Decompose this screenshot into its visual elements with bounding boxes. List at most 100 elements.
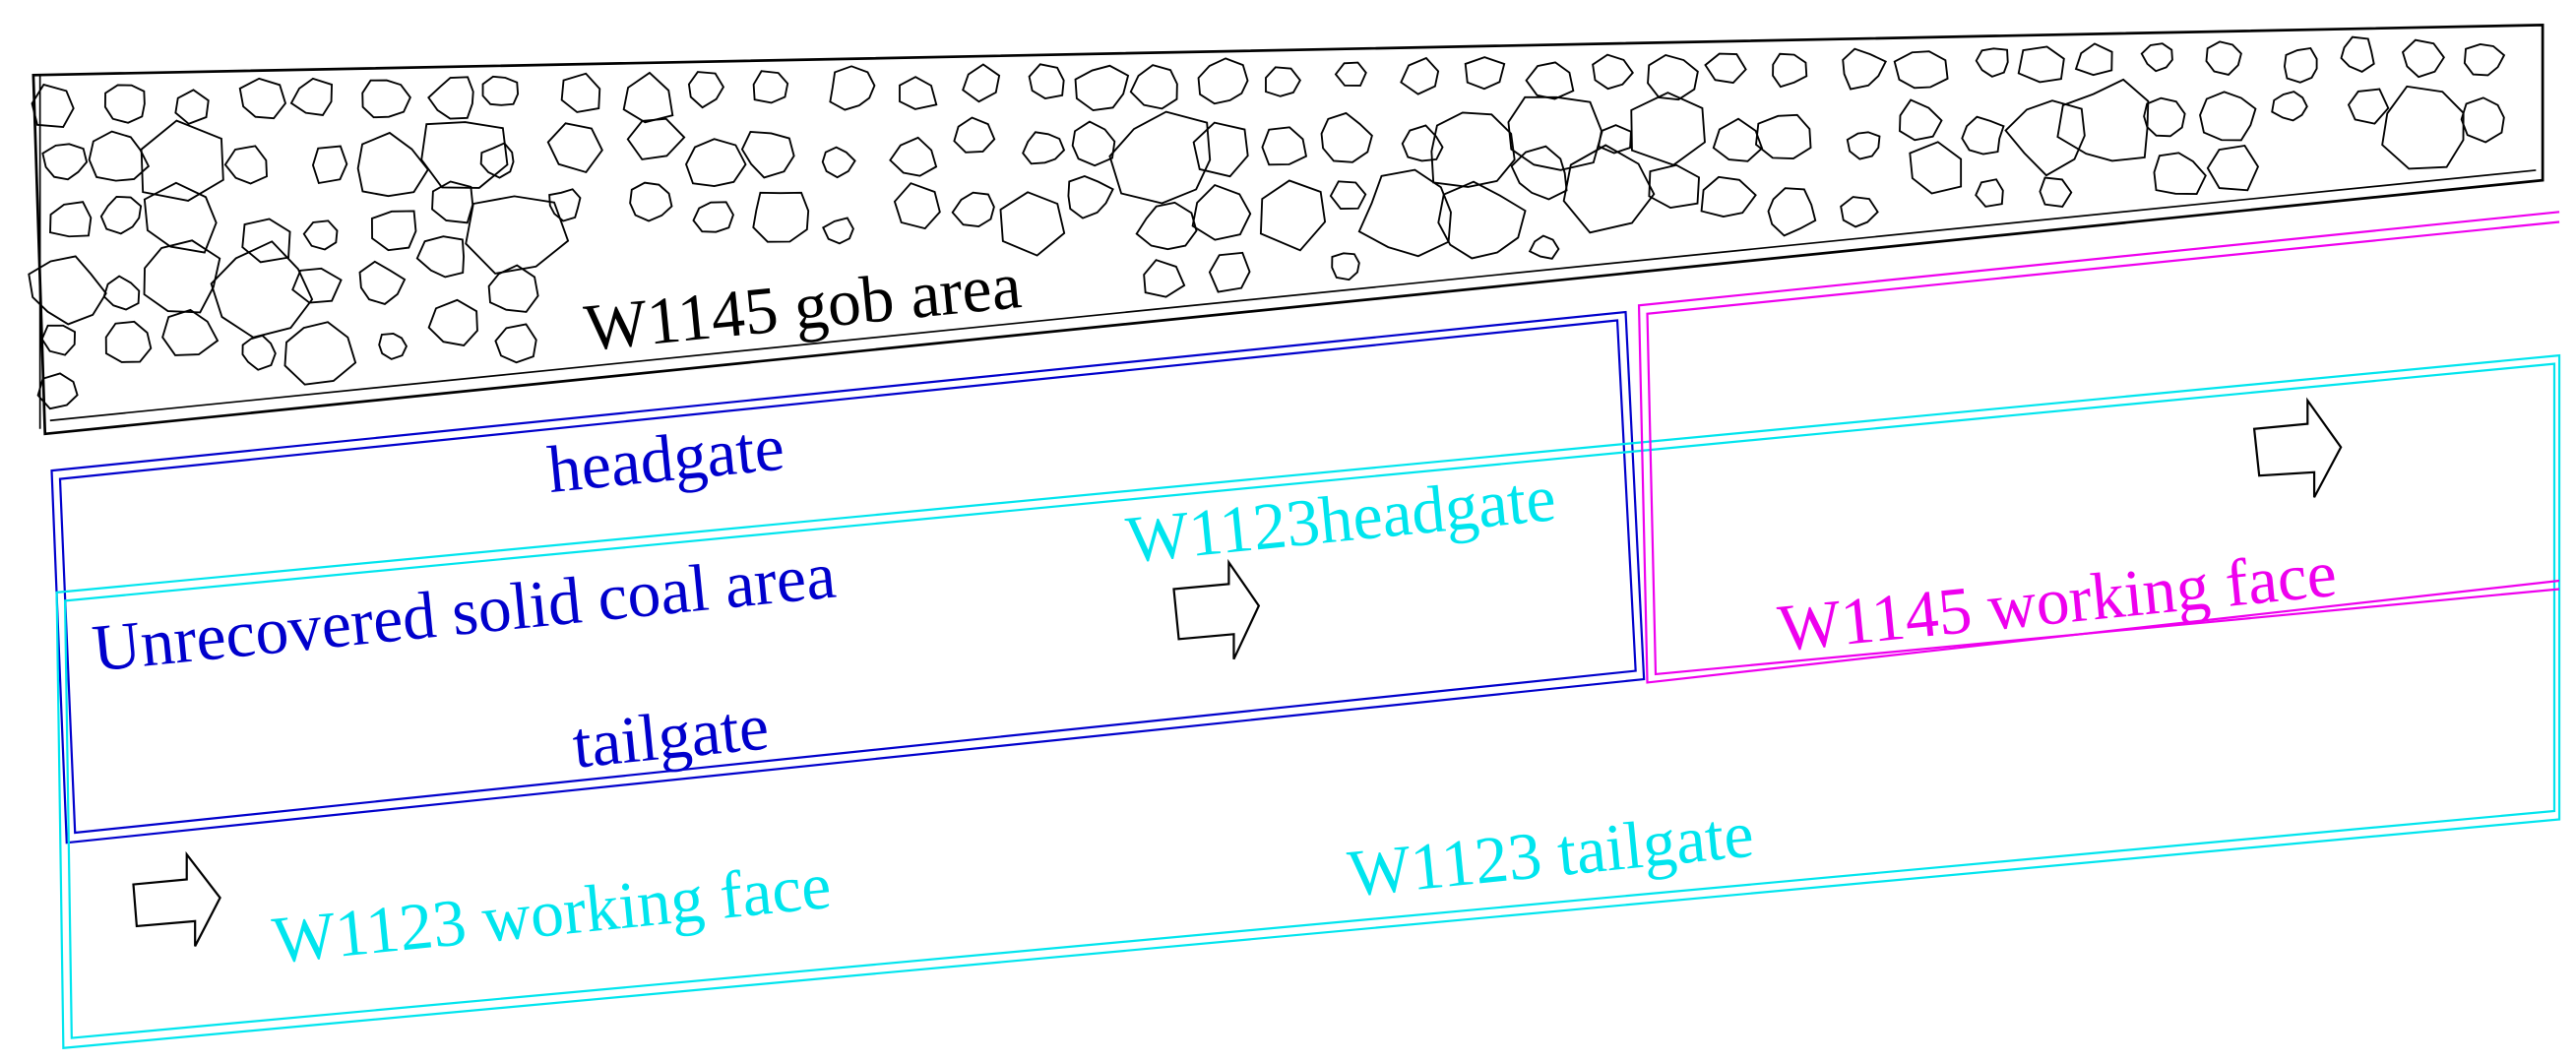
rock-icon	[822, 217, 854, 245]
rock-icon	[999, 191, 1066, 257]
w1123-working-face-label: W1123 working face	[270, 848, 835, 977]
rock-icon	[899, 76, 938, 110]
gob-area-boundary	[31, 24, 2545, 436]
rock-icon	[1975, 178, 2004, 208]
rock-icon	[548, 188, 582, 222]
rock-icon	[1071, 120, 1116, 167]
rock-icon	[302, 219, 339, 251]
rock-icon	[2347, 88, 2390, 125]
rock-icon	[1562, 144, 1656, 234]
solid-coal-area-outer	[50, 310, 1646, 844]
rock-icon	[2004, 99, 2086, 177]
rock-icon	[1022, 131, 1066, 165]
rock-icon	[1191, 183, 1252, 241]
rock-icon	[1334, 61, 1367, 87]
rock-icon	[1899, 98, 1943, 142]
rock-icon	[752, 191, 810, 243]
rock-icon	[370, 210, 417, 252]
rock-icon	[1647, 53, 1699, 101]
rock-icon	[88, 130, 151, 182]
solid-coal-area	[50, 310, 1646, 844]
rock-icon	[953, 116, 996, 154]
rock-icon	[210, 240, 314, 339]
w1145-working-face-area	[1637, 211, 2560, 684]
rock-icon	[821, 146, 856, 179]
gob-area-boundary-bottom-inner	[49, 169, 2537, 422]
rock-icon	[1135, 201, 1198, 251]
rock-icon	[1510, 145, 1568, 201]
rock-icon	[1265, 66, 1301, 97]
rock-icon	[103, 84, 146, 124]
rock-icon	[41, 143, 89, 181]
rock-icon	[546, 122, 603, 174]
rock-icon	[1772, 52, 1808, 89]
rock-icon	[2017, 45, 2065, 84]
tailgate-label: tailgate	[569, 689, 772, 782]
rock-icon	[2460, 96, 2505, 144]
rock-icon	[1192, 121, 1249, 178]
headgate-label: headgate	[544, 409, 787, 507]
w1123-headgate-label: W1123headgate	[1123, 461, 1559, 577]
rock-icon	[487, 264, 539, 313]
rock-icon	[2074, 42, 2113, 77]
rock-icon	[2039, 176, 2073, 208]
rock-icon	[161, 308, 220, 356]
rock-icon	[465, 195, 570, 275]
rock-icon	[1525, 61, 1575, 100]
rock-icon	[2140, 42, 2173, 73]
rock-icon	[99, 195, 143, 235]
rock-icon	[311, 145, 348, 185]
rock-icon	[2206, 144, 2260, 192]
rock-icon	[889, 136, 938, 177]
rock-icon	[2340, 35, 2375, 73]
w1123-tailgate-label: W1123 tailgate	[1345, 797, 1757, 911]
rock-icon	[1893, 50, 1949, 90]
arrow-right-icon	[132, 850, 221, 947]
rock-icon	[1909, 141, 1963, 195]
rock-icon	[427, 298, 478, 346]
w1123-panel-inner	[63, 362, 2556, 1039]
rock-icon	[1028, 63, 1065, 100]
rock-icon	[1357, 168, 1452, 258]
rock-icon	[2283, 46, 2318, 84]
rock-icon	[1648, 163, 1700, 210]
rock-icon	[1961, 115, 2005, 156]
rock-icon	[692, 201, 734, 233]
rock-icon	[36, 372, 79, 410]
rock-icon	[1840, 196, 1879, 228]
rock-icon	[358, 260, 407, 305]
rock-icon	[1846, 131, 1881, 160]
rock-icon	[31, 83, 75, 129]
rock-icon	[2143, 96, 2186, 138]
rock-icon	[1067, 175, 1114, 219]
rock-icon	[1143, 259, 1186, 298]
solid-coal-area-inner	[58, 319, 1637, 835]
rock-icon	[49, 201, 93, 238]
rock-icon	[1208, 251, 1251, 293]
rock-icon	[356, 131, 429, 198]
w1145-panel-inner	[1646, 220, 2560, 676]
gob-rubble-rocks	[28, 35, 2506, 410]
rock-icon	[1197, 57, 1249, 105]
advance-arrows	[132, 397, 2343, 947]
rock-icon	[1975, 47, 2009, 78]
rock-icon	[104, 320, 153, 363]
rock-icon	[143, 239, 221, 314]
rock-icon	[2153, 152, 2207, 195]
rock-icon	[2205, 40, 2242, 76]
rock-icon	[1320, 111, 1373, 163]
rock-icon	[415, 235, 465, 279]
rock-icon	[1704, 52, 1747, 85]
rock-icon	[1108, 110, 1212, 205]
rock-icon	[1592, 53, 1634, 91]
rock-icon	[1464, 56, 1506, 91]
rock-icon	[1598, 124, 1632, 155]
rock-icon	[420, 121, 509, 189]
rock-icon	[893, 182, 941, 230]
w1145-working-face-label: W1145 working face	[1775, 536, 2340, 665]
rock-icon	[1528, 234, 1560, 260]
rock-icon	[494, 323, 537, 364]
rock-icon	[1129, 64, 1178, 110]
rock-icon	[1331, 252, 1360, 281]
